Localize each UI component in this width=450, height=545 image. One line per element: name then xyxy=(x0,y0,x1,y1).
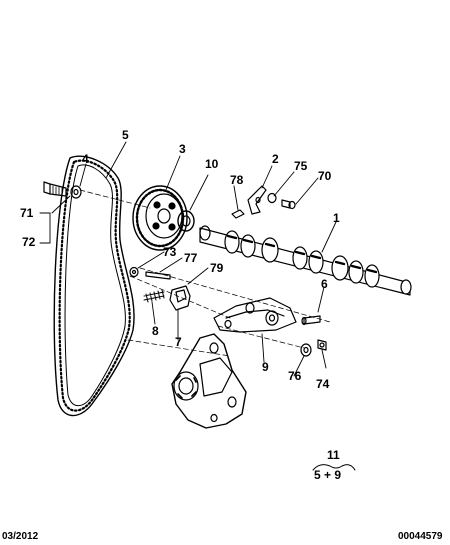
footer-date: 03/2012 xyxy=(2,531,39,542)
camshaft-drawing xyxy=(199,225,412,296)
callout-72: 72 xyxy=(22,235,36,249)
callout-73: 73 xyxy=(163,245,177,259)
callout-9: 9 xyxy=(262,360,269,374)
callout-3: 3 xyxy=(179,142,186,156)
callout-79: 79 xyxy=(210,261,224,275)
stud-and-nut-drawing xyxy=(300,315,327,357)
callout-10: 10 xyxy=(205,157,219,171)
callout-7: 7 xyxy=(175,335,182,349)
kit-brace xyxy=(312,464,356,471)
kit-number: 11 xyxy=(327,448,340,462)
callout-74: 74 xyxy=(316,377,330,391)
callout-4: 4 xyxy=(82,152,89,166)
callout-8: 8 xyxy=(152,324,159,338)
woodruff-key-drawing xyxy=(231,209,245,219)
callout-77: 77 xyxy=(184,251,198,265)
leader-lines xyxy=(39,141,337,377)
camshaft-sprocket-drawing xyxy=(132,185,188,251)
oil-seal-drawing xyxy=(177,210,195,232)
sprocket-bolt-drawing xyxy=(43,181,82,199)
callout-78: 78 xyxy=(230,173,244,187)
tensioner-spring-drawing xyxy=(129,266,191,311)
kit-composition: 5 + 9 xyxy=(314,468,342,482)
water-pump-drawing xyxy=(171,333,247,429)
tensioner-bracket-drawing xyxy=(213,297,297,333)
alignment-dashes xyxy=(79,189,331,357)
callout-5: 5 xyxy=(122,128,129,142)
callout-76: 76 xyxy=(288,369,302,383)
callout-6: 6 xyxy=(321,277,328,291)
callout-75: 75 xyxy=(294,159,308,173)
callout-71: 71 xyxy=(20,206,34,220)
thrust-plate-drawing xyxy=(247,185,296,215)
callout-70: 70 xyxy=(318,169,332,183)
callout-2: 2 xyxy=(272,152,279,166)
callout-1: 1 xyxy=(333,211,340,225)
footer-reference: 00044579 xyxy=(398,531,443,542)
timing-belt-drawing xyxy=(53,155,135,417)
